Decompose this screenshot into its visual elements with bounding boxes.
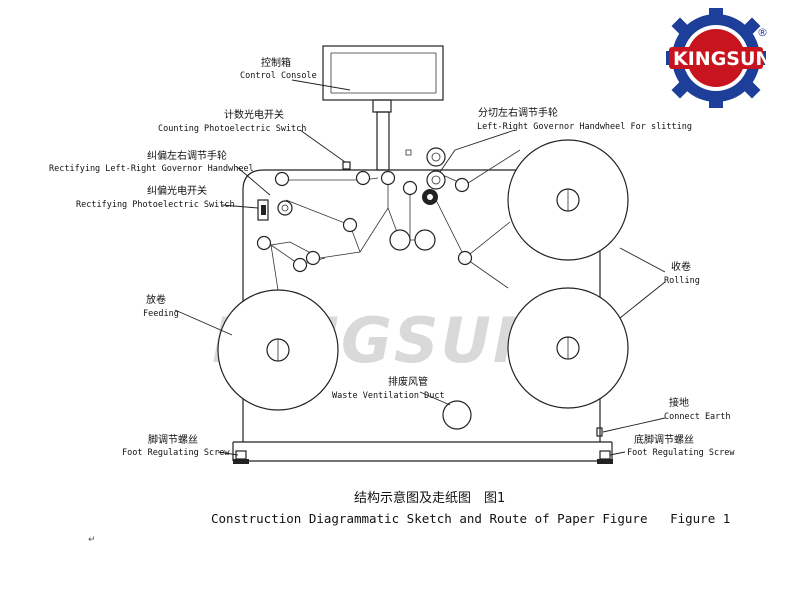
feeding-label-en: Feeding	[143, 309, 179, 319]
leader-lines	[174, 79, 666, 456]
rolling-label-en: Rolling	[664, 276, 700, 286]
rectifying-handwheel-label-cn: 纠偏左右调节手轮	[147, 149, 227, 162]
gear-icon	[666, 8, 766, 108]
foot-right	[597, 450, 613, 464]
rolling-reel-top	[507, 139, 629, 261]
foot-screw-left-label-en: Foot Regulating Screw	[122, 448, 230, 458]
rollers	[256, 170, 473, 273]
rectifying-switch-label-en: Rectifying Photoelectric Switch	[76, 200, 235, 210]
roller	[277, 200, 293, 216]
roller	[305, 250, 321, 266]
connect-earth-label-cn: 接地	[669, 396, 689, 409]
waste-duct-label-cn: 排废风管	[388, 375, 428, 388]
feeding-label-cn: 放卷	[146, 293, 166, 306]
roller	[274, 171, 290, 187]
counting-photoelectric-switch	[342, 161, 351, 170]
control-console-label-en: Control Console	[240, 71, 317, 81]
foot-left	[233, 450, 249, 464]
control-console-label-cn: 控制箱	[261, 56, 291, 69]
paper-route	[270, 149, 521, 291]
control-console	[322, 45, 444, 171]
roller	[292, 257, 308, 273]
slitting-handwheel-label-en: Left-Right Governor Handwheel For slitti…	[477, 122, 692, 132]
roller	[457, 250, 473, 266]
earth-terminal	[596, 427, 603, 437]
logo-wordmark: KINGSUN	[673, 48, 771, 70]
roller	[380, 170, 396, 186]
roller	[402, 180, 418, 196]
rectifying-photoelectric-switch	[257, 199, 269, 221]
foot-screw-left-label-cn: 脚调节螺丝	[148, 433, 198, 446]
roller	[389, 229, 411, 251]
stray-return-mark: ↵	[88, 535, 96, 545]
foot-screw-right-label-cn: 底脚调节螺丝	[634, 433, 694, 446]
feeding-reel	[217, 289, 339, 411]
roller	[256, 235, 272, 251]
foot-screw-right-label-en: Foot Regulating Screw	[627, 448, 735, 458]
rectifying-switch-label-cn: 纠偏光电开关	[147, 184, 207, 197]
kingsun-logo: KINGSUN ®	[666, 8, 771, 108]
connect-earth-label-en: Connect Earth	[664, 412, 731, 422]
rectifying-handwheel-label-en: Rectifying Left-Right Governor Handwheel	[49, 164, 254, 174]
counting-switch-label-en: Counting Photoelectric Switch	[158, 124, 306, 134]
figure-caption-cn: 结构示意图及走纸图 图1	[354, 490, 505, 506]
waste-duct-label-en: Waste Ventilation Duct	[332, 391, 445, 401]
counting-switch-label-cn: 计数光电开关	[224, 108, 284, 121]
roller	[414, 229, 436, 251]
figure-caption-en: Construction Diagrammatic Sketch and Rou…	[211, 511, 730, 526]
waste-duct	[442, 400, 472, 430]
slitting-handwheel-label-cn: 分切左右调节手轮	[478, 106, 558, 119]
rolling-label-cn: 收卷	[671, 260, 691, 273]
slitting-assembly	[405, 147, 446, 205]
roller	[342, 217, 358, 233]
roller	[454, 177, 470, 193]
roller	[355, 170, 371, 186]
rolling-reel-bottom	[507, 287, 629, 409]
logo-registered-mark: ®	[757, 26, 768, 39]
